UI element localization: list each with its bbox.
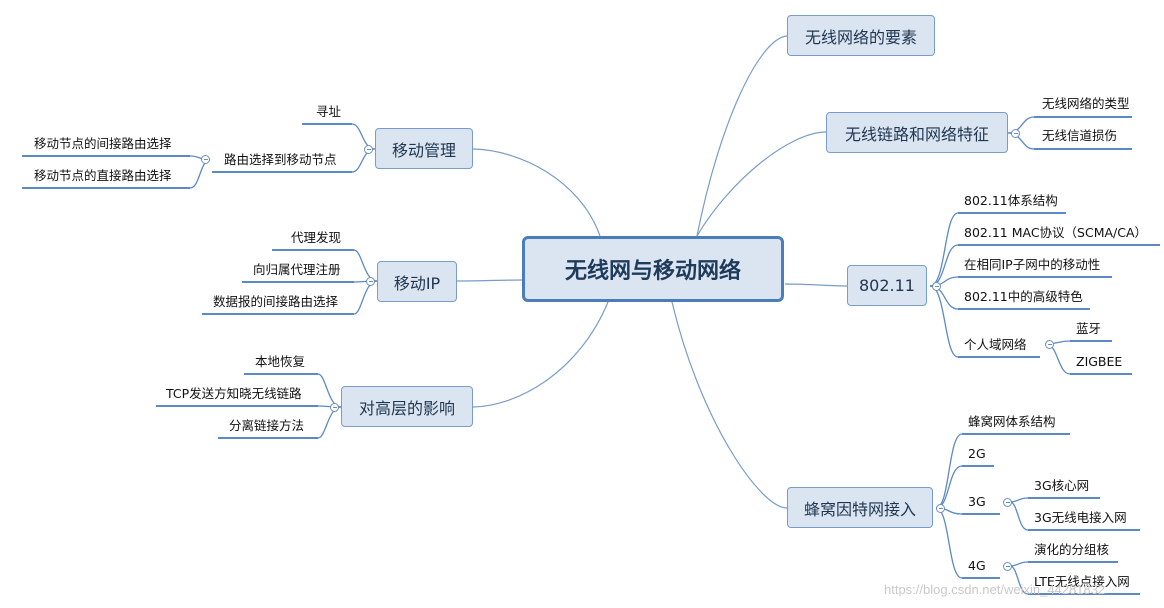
leaf-pan[interactable]: 个人域网络 (964, 337, 1027, 352)
leaf-2g[interactable]: 2G (968, 446, 986, 461)
collapse-toggle-icon[interactable] (366, 277, 375, 286)
leaf-bluetooth[interactable]: 蓝牙 (1076, 321, 1102, 336)
leaf-routing-to-mobile[interactable]: 路由选择到移动节点 (224, 152, 337, 167)
collapse-toggle-icon[interactable] (1003, 498, 1012, 507)
leaf-lte-ran[interactable]: LTE无线点接入网 (1034, 574, 1130, 589)
leaf-4g[interactable]: 4G (968, 558, 986, 573)
topic-label: 802.11 (859, 276, 915, 295)
leaf-agent-discovery[interactable]: 代理发现 (291, 230, 342, 245)
leaf-80211-architecture[interactable]: 802.11体系结构 (964, 193, 1058, 208)
topic-80211[interactable]: 802.11 (847, 265, 927, 306)
collapse-toggle-icon[interactable] (201, 155, 210, 164)
connector-lines (456, 35, 848, 509)
collapse-toggle-icon[interactable] (1003, 562, 1012, 571)
collapse-toggle-icon[interactable] (936, 504, 945, 513)
topic-cellular[interactable]: 蜂窝因特网接入 (787, 487, 933, 528)
leaf-3g-core[interactable]: 3G核心网 (1034, 478, 1090, 493)
leaf-cellular-architecture[interactable]: 蜂窝网体系结构 (968, 414, 1056, 429)
watermark-text: https://blog.csdn.net/weixin_44281832 (884, 582, 1106, 597)
leaf-addressing[interactable]: 寻址 (316, 104, 342, 119)
leaf-channel-impairments[interactable]: 无线信道损伤 (1042, 128, 1118, 143)
topic-link-features[interactable]: 无线链路和网络特征 (826, 112, 1008, 153)
leaf-80211-advanced[interactable]: 802.11中的高级特色 (964, 289, 1083, 304)
topic-label: 无线网络的要素 (804, 27, 917, 47)
leaf-datagram-indirect-routing[interactable]: 数据报的间接路由选择 (213, 294, 339, 309)
leaf-tcp-aware[interactable]: TCP发送方知晓无线链路 (166, 386, 302, 401)
topic-label: 蜂窝因特网接入 (803, 499, 916, 519)
leaf-zigbee[interactable]: ZIGBEE (1076, 354, 1123, 369)
topic-label: 对高层的影响 (358, 398, 455, 418)
topic-label: 无线链路和网络特征 (844, 124, 989, 144)
topic-wireless-elements[interactable]: 无线网络的要素 (787, 15, 935, 56)
leaf-3g[interactable]: 3G (968, 494, 986, 509)
topic-mobility-management[interactable]: 移动管理 (375, 128, 473, 169)
leaf-home-agent-registration[interactable]: 向归属代理注册 (253, 262, 341, 277)
leaf-indirect-routing[interactable]: 移动节点的间接路由选择 (34, 136, 172, 151)
topic-mobile-ip[interactable]: 移动IP (377, 261, 457, 302)
central-topic[interactable]: 无线网与移动网络 (522, 236, 784, 302)
leaf-local-recovery[interactable]: 本地恢复 (255, 354, 306, 369)
collapse-toggle-icon[interactable] (1011, 129, 1020, 138)
leaf-split-connection[interactable]: 分离链接方法 (229, 418, 305, 433)
leaf-3g-ran[interactable]: 3G无线电接入网 (1034, 510, 1127, 525)
leaf-lines (22, 116, 1160, 595)
leaf-subnet-mobility[interactable]: 在相同IP子网中的移动性 (964, 257, 1101, 272)
leaf-epc[interactable]: 演化的分组核 (1034, 542, 1110, 557)
leaf-direct-routing[interactable]: 移动节点的直接路由选择 (34, 168, 172, 183)
collapse-toggle-icon[interactable] (330, 403, 339, 412)
central-topic-label: 无线网与移动网络 (564, 259, 741, 284)
leaf-wireless-types[interactable]: 无线网络的类型 (1042, 96, 1130, 111)
collapse-toggle-icon[interactable] (1045, 340, 1054, 349)
collapse-toggle-icon[interactable] (364, 145, 373, 154)
leaf-80211-mac[interactable]: 802.11 MAC协议（SCMA/CA） (964, 225, 1148, 240)
topic-upper-layers[interactable]: 对高层的影响 (341, 386, 473, 427)
collapse-toggle-icon[interactable] (932, 282, 941, 291)
topic-label: 移动IP (393, 273, 441, 293)
topic-label: 移动管理 (391, 140, 456, 160)
